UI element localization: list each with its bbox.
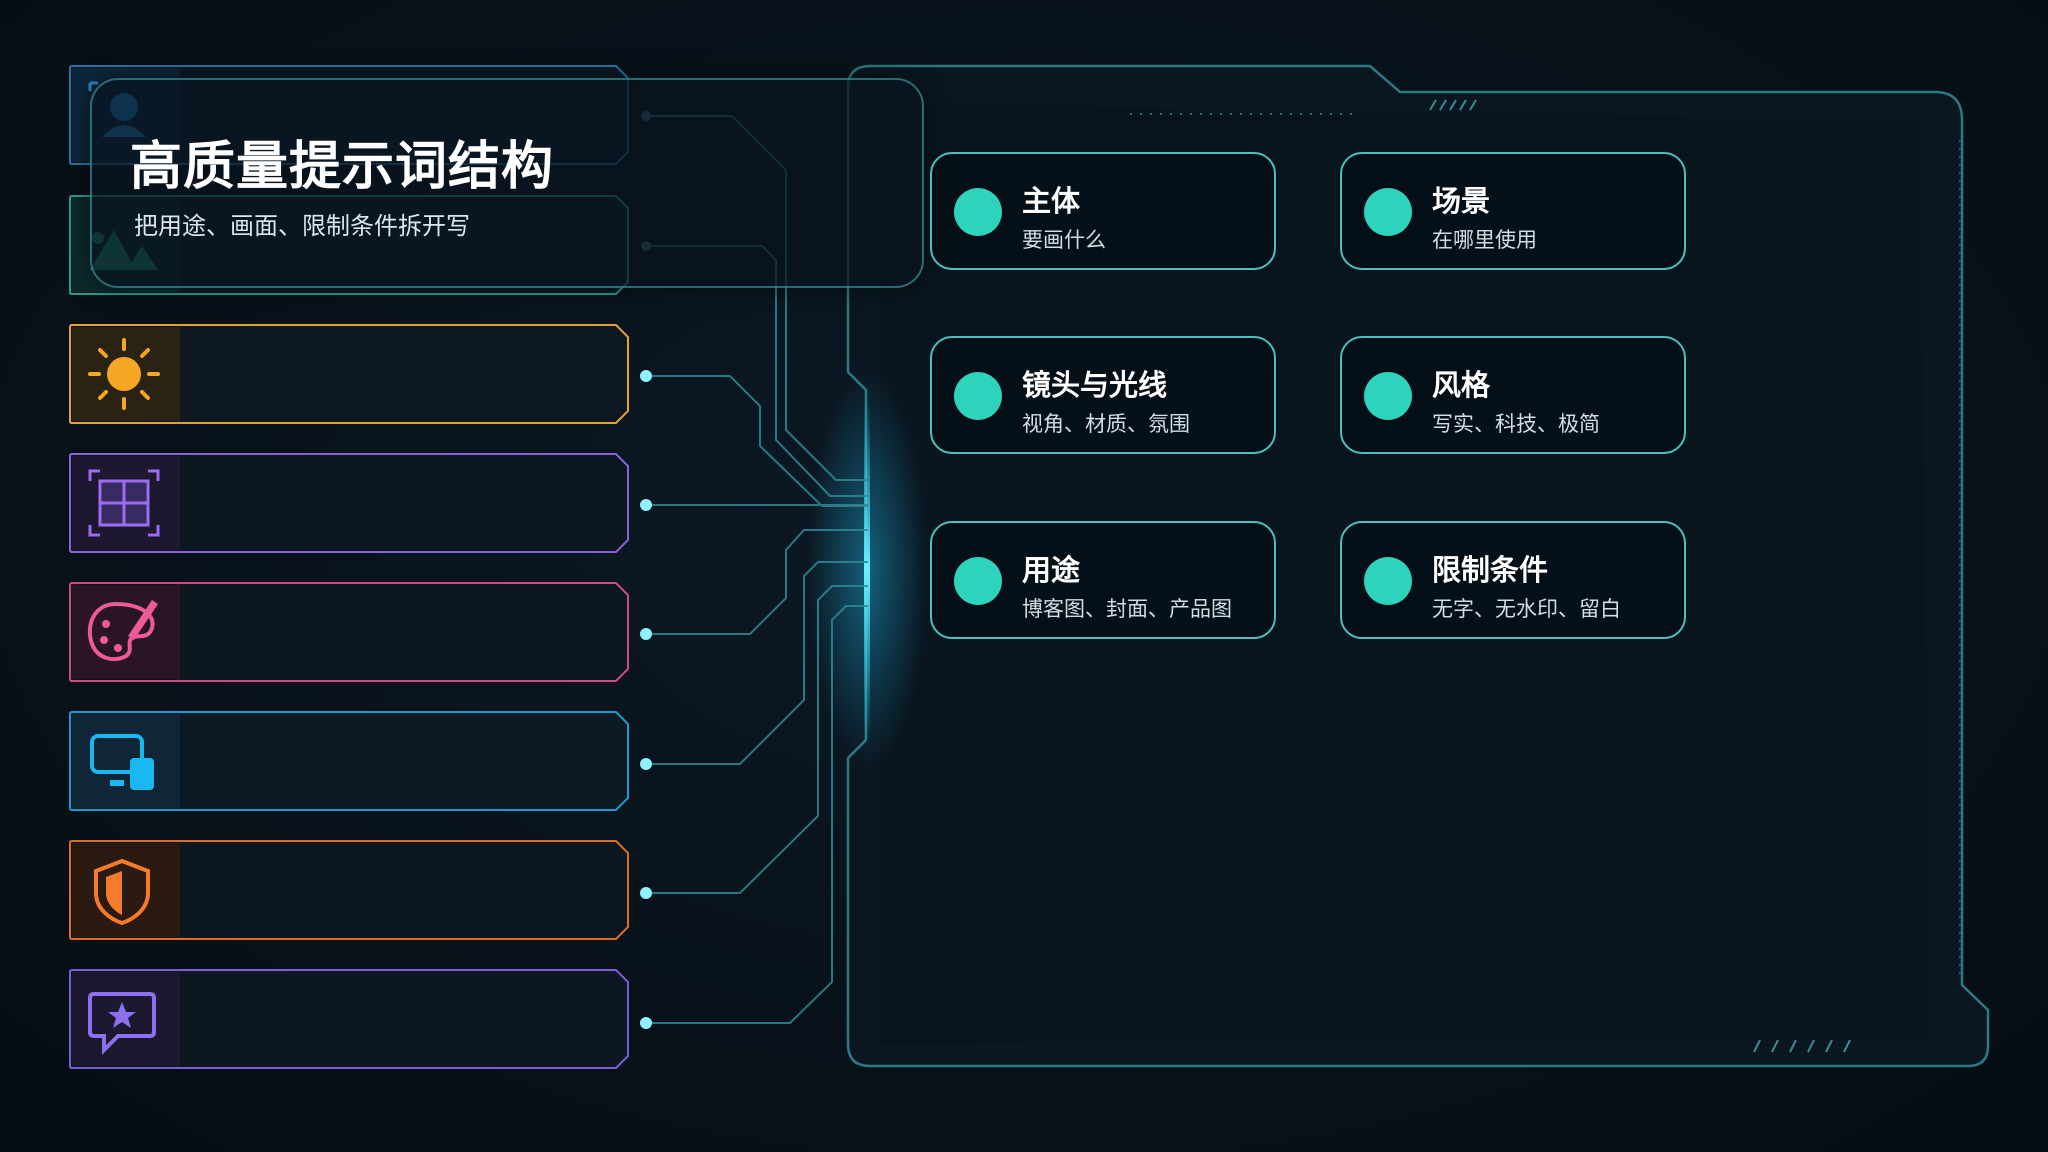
card-desc: 要画什么 — [1022, 228, 1106, 252]
card-dot — [954, 372, 1002, 420]
palette-icon — [87, 600, 158, 662]
card-desc: 视角、材质、氛围 — [1022, 412, 1190, 436]
card-dot — [954, 188, 1002, 236]
card-desc: 在哪里使用 — [1432, 228, 1537, 252]
card-camera-light: 镜头与光线 视角、材质、氛围 — [930, 336, 1276, 454]
tile-devices — [69, 711, 629, 811]
tile-palette — [69, 582, 629, 682]
card-label: 镜头与光线 — [1022, 368, 1168, 402]
card-label: 场景 — [1432, 184, 1491, 218]
card-dot — [1364, 188, 1412, 236]
devices-icon — [90, 734, 154, 790]
card-label: 风格 — [1432, 368, 1491, 402]
card-label: 主体 — [1022, 184, 1081, 218]
card-usage: 用途 博客图、封面、产品图 — [930, 521, 1276, 639]
tile-shield — [69, 840, 629, 940]
page-subtitle: 把用途、画面、限制条件拆开写 — [134, 212, 470, 240]
star-chat-icon — [88, 992, 156, 1055]
sun-icon — [88, 338, 160, 410]
card-dot — [1364, 557, 1412, 605]
page-title: 高质量提示词结构 — [130, 137, 555, 197]
shield-icon — [94, 858, 150, 926]
card-dot — [1364, 372, 1412, 420]
frame-icon — [88, 469, 160, 537]
card-label: 用途 — [1022, 553, 1081, 587]
card-desc: 无字、无水印、留白 — [1432, 597, 1621, 621]
title-panel: 高质量提示词结构 把用途、画面、限制条件拆开写 — [90, 78, 924, 288]
card-label: 限制条件 — [1432, 553, 1549, 587]
card-desc: 博客图、封面、产品图 — [1022, 597, 1232, 621]
card-constraints: 限制条件 无字、无水印、留白 — [1340, 521, 1686, 639]
glow-bar — [808, 370, 928, 770]
card-subject: 主体 要画什么 — [930, 152, 1276, 270]
card-scene: 场景 在哪里使用 — [1340, 152, 1686, 270]
tile-frame — [69, 453, 629, 553]
card-desc: 写实、科技、极简 — [1432, 412, 1600, 436]
card-style: 风格 写实、科技、极简 — [1340, 336, 1686, 454]
card-dot — [954, 557, 1002, 605]
